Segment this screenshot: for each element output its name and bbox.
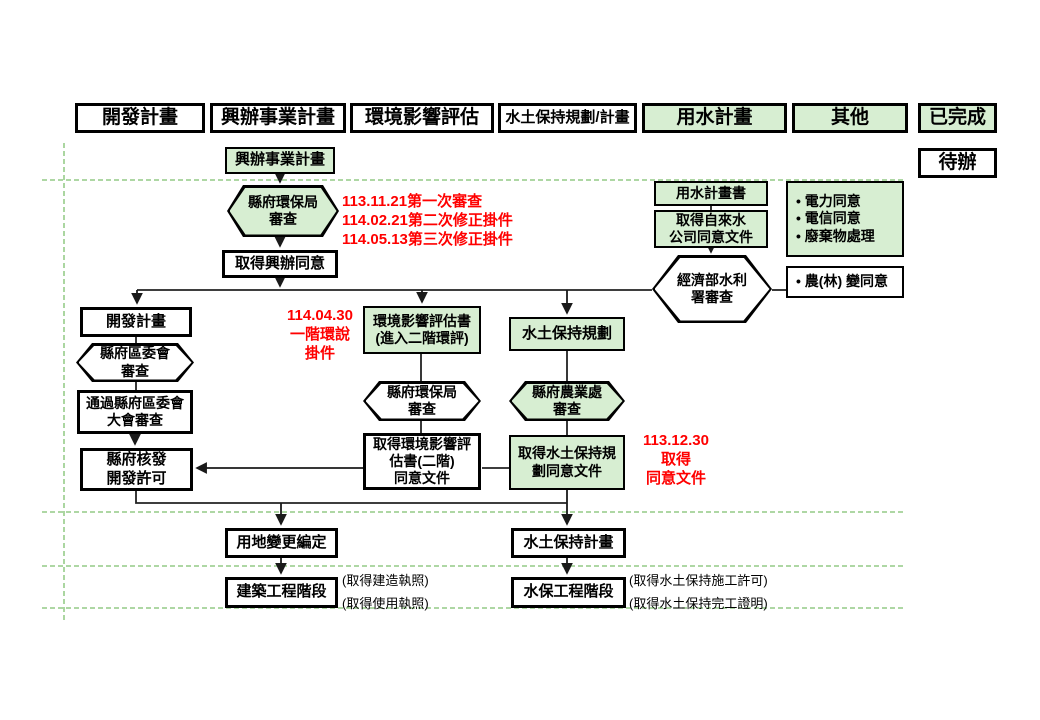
node-swc-plan-doc: 水土保持計畫: [511, 528, 626, 558]
legend-swc: 水土保持規劃/計畫: [498, 103, 637, 133]
node-wra-review: 經濟部水利 署審查: [652, 255, 772, 323]
legend-biz-plan: 興辦事業計畫: [210, 103, 346, 133]
node-obtain-swc-consent: 取得水土保持規 劃同意文件: [509, 435, 625, 490]
node-building-stage: 建築工程階段: [225, 577, 338, 608]
annotation-usage-license: (取得使用執照): [342, 596, 429, 611]
node-land-use-change: 用地變更編定: [225, 528, 338, 558]
node-agri-forest-consent: • 農(林) 變同意: [786, 266, 904, 298]
annotation-eia-stage1: 114.04.30 一階環說 掛件: [287, 307, 353, 363]
node-issue-dev-permit: 縣府核發 開發許可: [80, 448, 193, 491]
legend-status-done: 已完成: [918, 103, 997, 133]
node-swc-work-stage: 水保工程階段: [511, 577, 626, 608]
node-epb-review-1: 縣府環保局 審查: [227, 185, 339, 237]
node-epb-review-1-label: 縣府環保局 審查: [230, 188, 337, 235]
legend-other: 其他: [792, 103, 908, 133]
annotation-swc-obtained: 113.12.30 取得 同意文件: [643, 432, 709, 488]
node-water-plan-doc: 用水計畫書: [654, 181, 768, 206]
flow-arrow-connectors: [129, 172, 717, 575]
node-epb-review-2-label: 縣府環保局 審查: [366, 384, 479, 419]
legend-status-todo: 待辦: [918, 148, 997, 178]
legend-dev-plan: 開發計畫: [75, 103, 205, 133]
annotation-building-license: (取得建造執照): [342, 573, 429, 588]
node-biz-plan: 興辦事業計畫: [225, 147, 335, 174]
node-obtain-biz-consent: 取得興辦同意: [222, 250, 338, 278]
legend-eia: 環境影響評估: [350, 103, 494, 133]
node-pass-committee: 通過縣府區委會 大會審查: [77, 390, 193, 434]
node-agri-dept-review-label: 縣府農業處 審查: [512, 384, 623, 419]
annotation-swc-completion-cert: (取得水土保持完工證明): [629, 596, 768, 611]
node-dev-plan: 開發計畫: [80, 307, 192, 337]
node-agri-dept-review: 縣府農業處 審查: [509, 381, 625, 421]
node-eia-report: 環境影響評估書 (進入二階環評): [363, 306, 481, 354]
node-obtain-eia-consent: 取得環境影響評 估書(二階) 同意文件: [363, 433, 481, 490]
annotation-review-dates: 113.11.21第一次審查 114.02.21第二次修正掛件 114.05.1…: [342, 193, 513, 249]
node-epb-review-2: 縣府環保局 審查: [363, 381, 481, 421]
node-utility-consents: • 電力同意 • 電信同意 • 廢棄物處理: [786, 181, 904, 257]
node-county-committee-review: 縣府區委會 審查: [76, 343, 194, 382]
node-wra-review-label: 經濟部水利 署審查: [655, 258, 770, 321]
node-county-committee-review-label: 縣府區委會 審查: [79, 346, 192, 380]
node-obtain-tapwater-consent: 取得自來水 公司同意文件: [654, 210, 768, 248]
annotation-swc-construction-permit: (取得水土保持施工許可): [629, 573, 768, 588]
node-swc-planning: 水土保持規劃: [509, 317, 625, 351]
legend-water-plan: 用水計畫: [642, 103, 787, 133]
